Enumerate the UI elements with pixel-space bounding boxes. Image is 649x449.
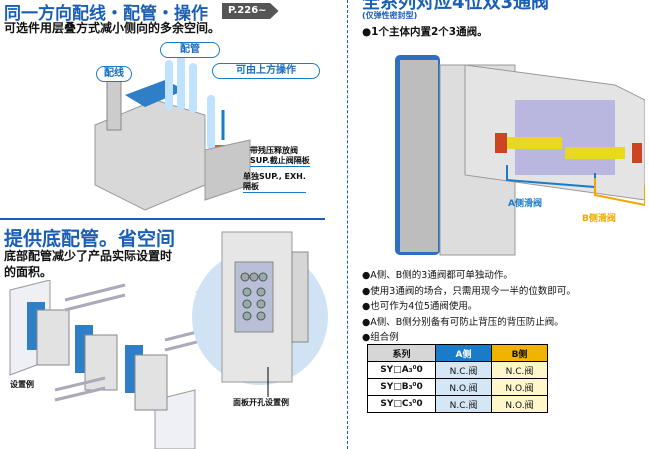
label-panel-example: 面板开孔设置例 (233, 398, 289, 407)
combination-table: 系列 A侧 B侧 SY□A₃⁰0 N.C.阀 N.C.阀 SY□B₃⁰0 N.O… (367, 344, 548, 413)
table-row: SY□A₃⁰0 N.C.阀 N.C.阀 (367, 361, 548, 379)
bullet-two-valves: ●1个主体内置2个3通阀。 (362, 26, 488, 38)
a-side-cell: N.O.阀 (435, 378, 492, 396)
section-subtitle-bottom: 底部配管减少了产品实际设置时 的面积。 (4, 249, 173, 279)
b-side-cell: N.O.阀 (491, 395, 548, 413)
header-a-side: A侧 (435, 344, 492, 362)
column-divider (347, 0, 348, 449)
callout-wiring: 配线 (96, 66, 132, 82)
panel-cutout-illustration (192, 231, 328, 397)
series-cell: SY□C₃⁰0 (367, 395, 436, 413)
series-cell: SY□A₃⁰0 (367, 361, 436, 379)
feature-item: ●使用3通阀的场合，只需用现今一半的位数即可。 (362, 285, 576, 297)
valve-cutaway-illustration (395, 55, 645, 256)
feature-item: ●组合例 (362, 332, 399, 343)
feature-item: ●A侧、B侧的3通阀都可单独动作。 (362, 270, 513, 281)
installation-illustration (9, 280, 205, 449)
table-row: SY□B₃⁰0 N.O.阀 N.O.阀 (367, 378, 548, 396)
table-header-row: 系列 A侧 B侧 (367, 344, 548, 362)
page-reference-tag: P.226~ (222, 3, 279, 19)
a-side-cell: N.C.阀 (435, 395, 492, 413)
manifold-illustration-top (94, 55, 251, 211)
label-residual-release: 带残压释放阀 SUP.截止阀隔板 (250, 146, 310, 167)
callout-top-operation: 可由上方操作 (212, 63, 320, 79)
a-side-cell: N.C.阀 (435, 361, 492, 379)
section-title-dual-3port: 全系列对应4位双3通阀 (362, 0, 550, 13)
header-b-side: B侧 (491, 344, 548, 362)
elastic-seal-note: (仅弹性密封型) (362, 11, 418, 20)
b-side-cell: N.O.阀 (491, 378, 548, 396)
section-divider (0, 218, 325, 220)
header-series: 系列 (367, 344, 436, 362)
table-row: SY□C₃⁰0 N.C.阀 N.O.阀 (367, 395, 548, 413)
section-title-same-direction: 同一方向配线・配管・操作 (4, 4, 208, 24)
feature-item: ●也可作为4位5通阀使用。 (362, 301, 478, 312)
feature-item: ●A侧、B侧分别备有可防止背压的背压防止阀。 (362, 316, 564, 328)
label-install-example: 设置例 (10, 380, 34, 389)
feature-list: ●A侧、B侧的3通阀都可单独动作。 ●使用3通阀的场合，只需用现今一半的位数即可… (362, 268, 576, 346)
label-individual-sup-exh: 单独SUP., EXH. 隔板 (243, 172, 306, 193)
section-subtitle: 可选件用层叠方式减小侧向的多余空间。 (4, 21, 221, 35)
section-title-bottom-piping: 提供底配管。省空间 (4, 228, 176, 250)
series-cell: SY□B₃⁰0 (367, 378, 436, 396)
label-a-spool: A侧滑阀 (508, 199, 542, 209)
label-b-spool: B侧滑阀 (582, 214, 616, 224)
b-side-cell: N.C.阀 (491, 361, 548, 379)
callout-piping: 配管 (160, 42, 220, 58)
